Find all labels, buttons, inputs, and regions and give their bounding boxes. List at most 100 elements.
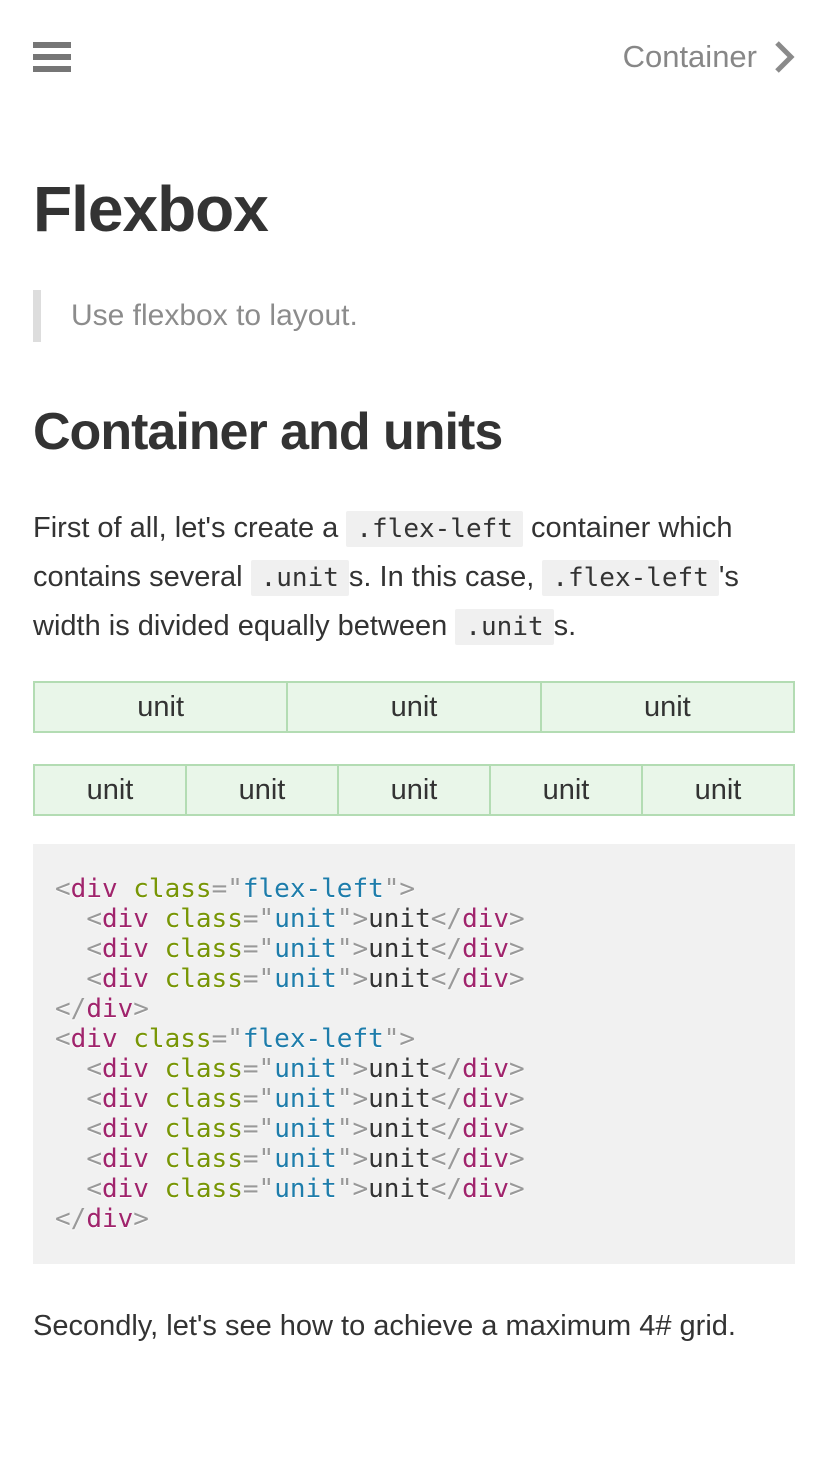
code-token: unit <box>274 934 337 964</box>
blockquote-text: Use flexbox to layout. <box>71 299 358 332</box>
text-segment: 's width is divided equally between <box>33 561 739 642</box>
code-token: > <box>509 934 525 964</box>
code-token <box>55 1144 86 1174</box>
code-token: unit <box>274 964 337 994</box>
code-token: div <box>101 1084 149 1114</box>
code-token <box>55 1054 86 1084</box>
code-token: unit <box>368 1054 431 1084</box>
code-token: div <box>462 1174 510 1204</box>
code-token: =" <box>242 934 275 964</box>
inline-code: .flex-left <box>542 560 719 596</box>
unit-cell: unit <box>490 765 642 815</box>
code-token: flex-left <box>242 874 384 904</box>
code-token <box>55 1084 86 1114</box>
code-token: =" <box>242 964 275 994</box>
topbar: Container <box>33 40 795 74</box>
code-token: < <box>55 874 71 904</box>
code-token: "> <box>336 1174 369 1204</box>
unit-cell: unit <box>34 682 288 732</box>
code-token <box>149 1084 165 1114</box>
inline-code: .unit <box>455 609 554 645</box>
code-token: div <box>462 1054 510 1084</box>
code-token: =" <box>211 874 243 904</box>
code-token <box>55 1174 86 1204</box>
code-token <box>149 1144 165 1174</box>
code-token: > <box>509 904 525 934</box>
code-token: class <box>164 1054 243 1084</box>
code-token: div <box>70 1024 118 1054</box>
code-token: < <box>86 1174 102 1204</box>
code-token: unit <box>274 1084 337 1114</box>
code-token: div <box>462 1114 510 1144</box>
code-token: div <box>462 1144 510 1174</box>
code-token: div <box>101 1144 149 1174</box>
code-token <box>55 904 86 934</box>
code-token: div <box>101 1054 149 1084</box>
unit-cell: unit <box>186 765 338 815</box>
code-token: < <box>86 904 102 934</box>
code-token: class <box>164 1114 243 1144</box>
code-token: > <box>509 964 525 994</box>
unit-cell: unit <box>287 682 541 732</box>
code-token: class <box>164 1084 243 1114</box>
code-token: unit <box>368 1084 431 1114</box>
code-token: class <box>164 1174 243 1204</box>
code-token: unit <box>274 1114 337 1144</box>
code-token: > <box>509 1114 525 1144</box>
code-token: div <box>462 1084 510 1114</box>
menu-button[interactable] <box>33 41 71 73</box>
code-token: div <box>101 934 149 964</box>
code-token: div <box>462 964 510 994</box>
code-token: </ <box>430 964 463 994</box>
intro-paragraph: First of all, let's create a .flex-left … <box>33 504 795 651</box>
code-token: unit <box>274 1054 337 1084</box>
closing-paragraph: Secondly, let's see how to achieve a max… <box>33 1310 736 1342</box>
code-token <box>149 904 165 934</box>
code-token: "> <box>383 874 416 904</box>
code-token: < <box>86 1084 102 1114</box>
code-block: <div class="flex-left"> <div class="unit… <box>33 844 795 1264</box>
code-token: unit <box>368 1174 431 1204</box>
hamburger-icon <box>33 54 71 60</box>
code-token <box>118 874 134 904</box>
code-token: > <box>509 1054 525 1084</box>
code-token: "> <box>336 1114 369 1144</box>
code-token <box>55 964 86 994</box>
unit-cell: unit <box>642 765 794 815</box>
code-token: </ <box>430 1144 463 1174</box>
code-token <box>149 1174 165 1204</box>
code-token: class <box>164 904 243 934</box>
code-token: </ <box>430 1174 463 1204</box>
code-token: "> <box>336 964 369 994</box>
code-token: </ <box>55 994 87 1024</box>
next-page-link[interactable]: Container <box>623 40 795 74</box>
text-segment: container which contains several <box>33 512 733 593</box>
code-token: div <box>101 1114 149 1144</box>
chevron-right-icon <box>775 41 795 73</box>
code-token: div <box>101 964 149 994</box>
code-token: < <box>55 1024 71 1054</box>
code-token: unit <box>368 1144 431 1174</box>
section-heading: Container and units <box>33 403 503 461</box>
code-token: > <box>133 1204 149 1234</box>
unit-cell: unit <box>34 765 186 815</box>
inline-code: .unit <box>250 560 349 596</box>
code-token: div <box>86 994 134 1024</box>
code-token: unit <box>274 904 337 934</box>
code-token: =" <box>211 1024 243 1054</box>
code-token: =" <box>242 1174 275 1204</box>
code-token: =" <box>242 1144 275 1174</box>
code-token: unit <box>368 934 431 964</box>
code-token <box>55 1114 86 1144</box>
code-token: unit <box>274 1174 337 1204</box>
code-token: =" <box>242 1114 275 1144</box>
code-token: > <box>509 1174 525 1204</box>
code-token: < <box>86 964 102 994</box>
code-token: </ <box>55 1204 87 1234</box>
code-token: class <box>164 1144 243 1174</box>
code-token: </ <box>430 1114 463 1144</box>
code-token: unit <box>368 904 431 934</box>
